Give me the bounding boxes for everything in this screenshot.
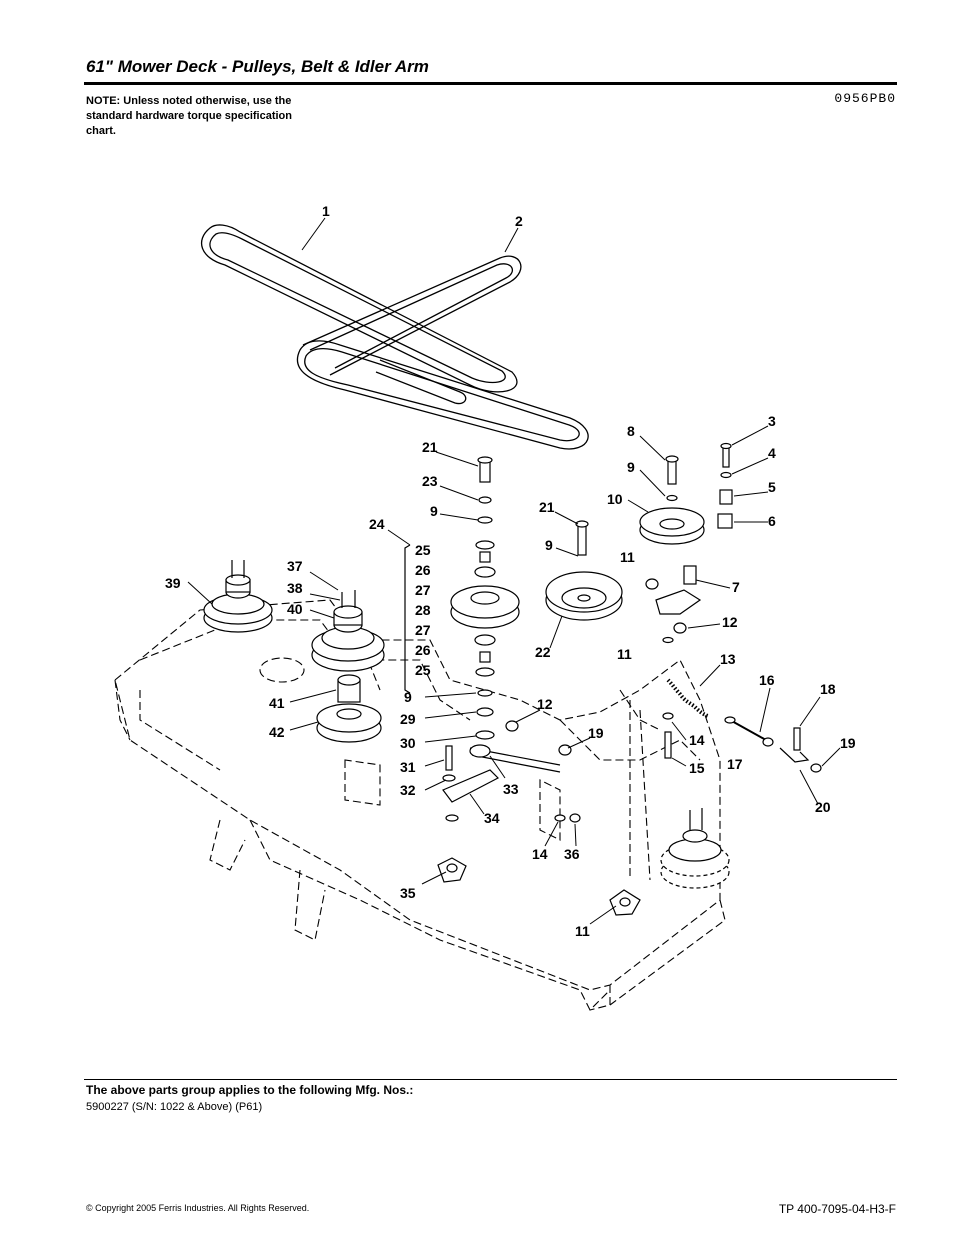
callout-27-b: 27 bbox=[415, 622, 431, 638]
callout-26-a: 26 bbox=[415, 562, 431, 578]
callout-9-a: 9 bbox=[627, 459, 635, 475]
title-rule bbox=[84, 82, 897, 85]
callout-11-c: 11 bbox=[575, 923, 590, 939]
callout-9-d: 9 bbox=[404, 689, 412, 705]
callout-labels: 1 2 3 4 5 6 7 8 9 9 9 9 10 11 11 11 11 1… bbox=[165, 203, 856, 939]
callout-6: 6 bbox=[768, 513, 776, 529]
center-pulley-stack bbox=[404, 456, 520, 740]
callout-22: 22 bbox=[535, 644, 551, 660]
callout-27-a: 27 bbox=[415, 582, 431, 598]
applies-heading: The above parts group applies to the fol… bbox=[86, 1083, 414, 1097]
callout-4: 4 bbox=[768, 445, 776, 461]
callout-19-b: 19 bbox=[840, 735, 856, 751]
callout-39: 39 bbox=[165, 575, 181, 591]
callout-16: 16 bbox=[759, 672, 775, 688]
callout-18: 18 bbox=[820, 681, 836, 697]
callout-32: 32 bbox=[400, 782, 416, 798]
callout-25-b: 25 bbox=[415, 662, 431, 678]
callout-3: 3 bbox=[768, 413, 776, 429]
callout-8: 8 bbox=[627, 423, 635, 439]
callout-37: 37 bbox=[287, 558, 303, 574]
callout-5: 5 bbox=[768, 479, 776, 495]
callout-42: 42 bbox=[269, 724, 285, 740]
callout-36: 36 bbox=[564, 846, 580, 862]
callout-11-b: 11 bbox=[617, 646, 632, 662]
callout-14-a: 14 bbox=[689, 732, 705, 748]
callout-30: 30 bbox=[400, 735, 416, 751]
callout-21-b: 21 bbox=[539, 499, 555, 515]
callout-40: 40 bbox=[287, 601, 303, 617]
callout-12-a: 12 bbox=[722, 614, 738, 630]
callout-25-a: 25 bbox=[415, 542, 431, 558]
callout-20: 20 bbox=[815, 799, 831, 815]
doc-number: TP 400-7095-04-H3-F bbox=[778, 1202, 896, 1216]
leader-lines bbox=[187, 217, 841, 925]
page-title: 61" Mower Deck - Pulleys, Belt & Idler A… bbox=[86, 57, 429, 76]
torque-note: NOTE: Unless noted otherwise, use the st… bbox=[86, 95, 292, 137]
callout-38: 38 bbox=[287, 580, 303, 596]
callout-14-b: 14 bbox=[532, 846, 548, 862]
callout-33: 33 bbox=[503, 781, 519, 797]
footer-rule bbox=[84, 1079, 897, 1080]
callout-12-b: 12 bbox=[537, 696, 553, 712]
mfg-numbers: 5900227 (S/N: 1022 & Above) (P61) bbox=[86, 1101, 263, 1113]
callout-41: 41 bbox=[269, 695, 285, 711]
callout-19-a: 19 bbox=[588, 725, 604, 741]
callout-21-a: 21 bbox=[422, 439, 438, 455]
callout-13: 13 bbox=[720, 651, 736, 667]
idler-arm-spring bbox=[442, 678, 822, 823]
callout-28: 28 bbox=[415, 602, 431, 618]
copyright: © Copyright 2005 Ferris Industries. All … bbox=[86, 1203, 310, 1213]
callout-15: 15 bbox=[689, 760, 705, 776]
callout-2: 2 bbox=[515, 213, 523, 229]
callout-10: 10 bbox=[607, 491, 623, 507]
callout-11-a: 11 bbox=[620, 549, 635, 565]
diagram-code: 0956PB0 bbox=[834, 91, 896, 106]
callout-23: 23 bbox=[422, 473, 438, 489]
callout-9-c: 9 bbox=[545, 537, 553, 553]
callout-34: 34 bbox=[484, 810, 500, 826]
callout-35: 35 bbox=[400, 885, 416, 901]
callout-26-b: 26 bbox=[415, 642, 431, 658]
lower-spindles bbox=[437, 808, 730, 916]
callout-31: 31 bbox=[400, 759, 416, 775]
left-spindle-assemblies bbox=[203, 560, 385, 743]
callout-17: 17 bbox=[727, 756, 743, 772]
deck-belts bbox=[200, 224, 589, 450]
callout-24: 24 bbox=[369, 516, 385, 532]
callout-1: 1 bbox=[322, 203, 330, 219]
right-pulleys bbox=[545, 442, 733, 644]
mower-deck bbox=[114, 599, 726, 1011]
callout-9-b: 9 bbox=[430, 503, 438, 519]
callout-7: 7 bbox=[732, 579, 740, 595]
callout-29: 29 bbox=[400, 711, 416, 727]
